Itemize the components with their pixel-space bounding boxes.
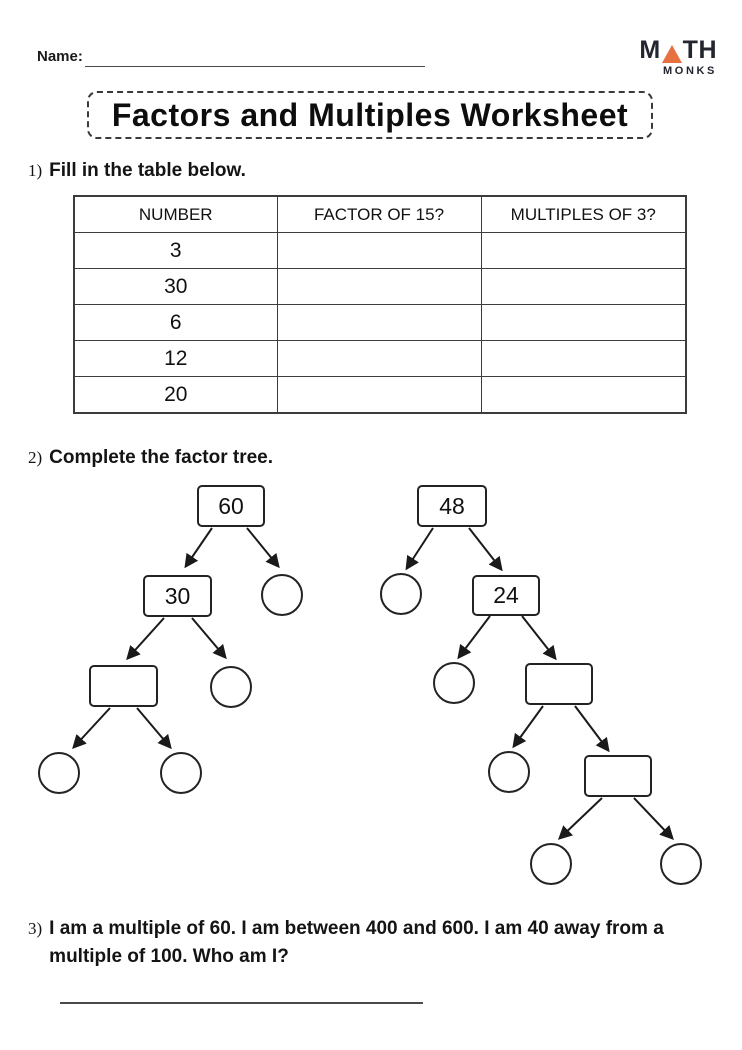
question-2-text: Complete the factor tree. [49,447,273,468]
question-1: 1) Fill in the table below. [28,160,246,182]
tree-left-answer-box[interactable] [89,665,158,707]
table-row: 12 [73,340,687,377]
question-3-text-line1: I am a multiple of 60. I am between 400 … [49,918,664,939]
worksheet-title-box: Factors and Multiples Worksheet [87,91,653,139]
col-header-multiples-of-3: MULTIPLES OF 3? [480,195,687,233]
factor-answer-cell[interactable] [276,232,482,269]
tree-right-answer-circle-5[interactable] [660,843,702,885]
number-cell: 3 [73,232,278,269]
table-row: 6 [73,304,687,341]
factor-answer-cell[interactable] [276,340,482,377]
number-cell: 30 [73,268,278,305]
tree-left-child-box: 30 [143,575,212,617]
col-header-number: NUMBER [73,195,278,233]
tree-right-root-box: 48 [417,485,487,527]
logo-wordmark: M TH [639,38,717,63]
tree-left-answer-circle-3[interactable] [38,752,80,794]
logo-letter-m: M [639,36,661,64]
question-2: 2) Complete the factor tree. [28,447,273,469]
col-header-factor-of-15: FACTOR OF 15? [276,195,482,233]
name-input-line[interactable] [85,50,425,67]
factor-answer-cell[interactable] [276,304,482,341]
math-monks-logo: M TH MONKS [639,38,717,78]
tree-right-child-box: 24 [472,575,540,616]
tree-left-answer-circle-4[interactable] [160,752,202,794]
multiple-answer-cell[interactable] [480,340,687,377]
name-label: Name: [37,48,83,65]
factor-answer-cell[interactable] [276,376,482,414]
table-row: 30 [73,268,687,305]
number-cell: 6 [73,304,278,341]
question-3-text-line2: multiple of 100. Who am I? [49,946,289,967]
question-3: 3) I am a multiple of 60. I am between 4… [28,915,664,971]
tree-right-answer-circle-2[interactable] [433,662,475,704]
logo-letters-th: TH [682,36,717,64]
tree-left-answer-circle-1[interactable] [261,574,303,616]
tree-right-answer-box-1[interactable] [525,663,593,705]
logo-triangle-icon [661,45,682,63]
page-title: Factors and Multiples Worksheet [111,96,629,133]
multiple-answer-cell[interactable] [480,376,687,414]
multiple-answer-cell[interactable] [480,304,687,341]
table-row: 3 [73,232,687,269]
tree-right-answer-circle-3[interactable] [488,751,530,793]
number-cell: 20 [73,376,278,414]
tree-left-answer-circle-2[interactable] [210,666,252,708]
logo-subtext: MONKS [663,65,717,77]
question-1-number: 1) [28,161,43,180]
question-2-number: 2) [28,448,43,467]
tree-left-root-box: 60 [197,485,265,527]
multiple-answer-cell[interactable] [480,232,687,269]
tree-right-answer-circle-1[interactable] [380,573,422,615]
question-3-answer-line[interactable] [60,986,423,1004]
question-1-text: Fill in the table below. [49,160,246,181]
factor-answer-cell[interactable] [276,268,482,305]
table-header-row: NUMBER FACTOR OF 15? MULTIPLES OF 3? [73,195,687,233]
tree-right-answer-box-2[interactable] [584,755,652,797]
table-row: 20 [73,376,687,414]
multiple-answer-cell[interactable] [480,268,687,305]
tree-right-answer-circle-4[interactable] [530,843,572,885]
question-3-number: 3) [28,919,43,938]
number-cell: 12 [73,340,278,377]
factors-multiples-table: NUMBER FACTOR OF 15? MULTIPLES OF 3? 3 3… [73,195,687,414]
